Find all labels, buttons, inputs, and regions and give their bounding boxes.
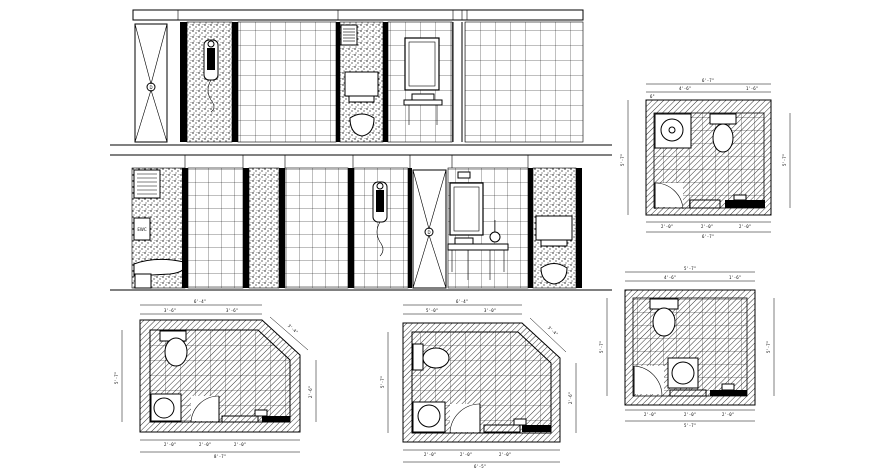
dim-top-right: 3'-6": [226, 308, 238, 313]
dim-right-side: 2'-6": [568, 392, 573, 404]
dim-diagonal: 3'-4": [547, 325, 559, 337]
dim-bottom-left: 2'-0": [644, 412, 656, 417]
shower-badge-label: D: [427, 230, 430, 235]
dim-top-overall: 6'-4": [456, 299, 468, 304]
dim-bottom-mid: 2'-0": [199, 442, 211, 447]
dim-top-left: 5'-0": [426, 308, 438, 313]
wall-tiles: [237, 21, 337, 143]
dim-bottom-left: 2'-0": [164, 442, 176, 447]
dim-bottom-total: 6'-7": [702, 234, 714, 239]
floor-plan-c: 6'-4" 5'-0" 3'-0" 3'-4" 5'-7" 2'-6" 2'-0…: [380, 299, 577, 469]
dim-top-left: 3'-6": [164, 308, 176, 313]
dim-bottom-left: 2'-0": [661, 224, 673, 229]
dim-left-side: 5'-7": [620, 154, 625, 166]
toilet-cistern-icon: [344, 71, 379, 137]
dim-top-overall: 6'-7": [702, 78, 714, 83]
ewc-tag: EWC: [137, 227, 146, 232]
elevation-lower: EWC D: [110, 154, 612, 291]
shower-door-elevation: D: [134, 23, 168, 143]
dim-right-side: 5'-7": [782, 154, 787, 166]
dim-right-side: 2'-6": [308, 386, 313, 398]
dim-bottom-mid: 2'-0": [460, 452, 472, 457]
dim-bottom-right: 2'-0": [722, 412, 734, 417]
door-badge-label: D: [149, 85, 152, 90]
dim-bottom-right: 2'-0": [739, 224, 751, 229]
dim-top-right: 1'-6": [746, 86, 758, 91]
dim-right-side: 5'-7": [766, 341, 771, 353]
dim-top-right: 1'-6": [729, 275, 741, 280]
shower-panel-icon-2: [372, 181, 388, 257]
dim-bottom-total: 5'-7": [684, 423, 696, 428]
ventilator-icon: [340, 24, 358, 46]
dim-left-side: 5'-7": [599, 341, 604, 353]
dim-top-left: 4'-6": [664, 275, 676, 280]
vent-louvers: [137, 173, 157, 195]
mirror-icon: [404, 37, 440, 91]
wash-basin-icon: [403, 93, 443, 125]
dim-bottom-mid: 2'-0": [684, 412, 696, 417]
dim-bottom-mid: 2'-0": [701, 224, 713, 229]
dim-top-left: 4'-6": [679, 86, 691, 91]
dim-left-side: 5'-7": [380, 376, 385, 388]
dim-top-edge: 6": [650, 94, 655, 99]
shower-panel-icon: [203, 39, 219, 113]
dim-diagonal: 3'-4": [287, 323, 299, 335]
floor-plan-b: 6'-4" 3'-6" 3'-6" 3'-4" 5'-7" 2'-6" 2'-0…: [114, 299, 317, 459]
floor-plan-d: 5'-7" 4'-6" 1'-6" 5'-7" 5'-7" 2'-0" 2'-0…: [599, 266, 775, 428]
dim-bottom-left: 2'-0": [424, 452, 436, 457]
floor-plan-a: 6'-7" 4'-6" 1'-6" 6" 5'-7" 5'-7" 2'-0" 2…: [620, 78, 791, 239]
dim-bottom-total: 6'-5": [474, 464, 486, 469]
dim-top-right: 3'-0": [484, 308, 496, 313]
dim-left-side: 5'-7": [114, 372, 119, 384]
dim-top-overall: 5'-7": [684, 266, 696, 271]
dim-bottom-right: 2'-0": [499, 452, 511, 457]
dim-top-overall: 6'-4": [194, 299, 206, 304]
elevation-upper: D: [110, 9, 612, 146]
shower-door-elevation-2: D: [412, 169, 447, 289]
dim-bottom-total: 8'-7": [214, 454, 226, 459]
dim-bottom-right: 2'-0": [234, 442, 246, 447]
toilet-cistern-icon-2: [535, 215, 573, 285]
ceiling-band: [132, 9, 584, 21]
